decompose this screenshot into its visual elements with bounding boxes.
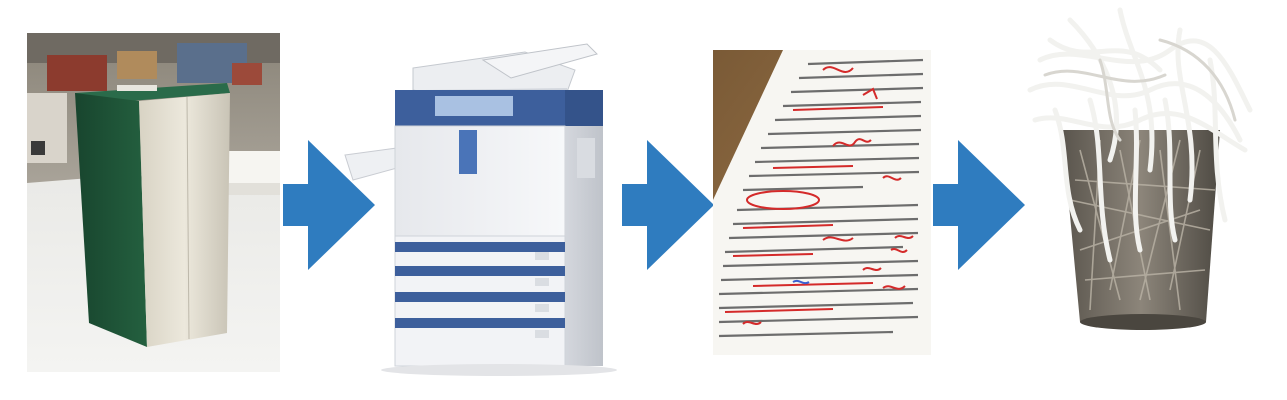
- book-photo: [27, 33, 280, 372]
- right-arrow-icon: [933, 140, 1025, 270]
- right-arrow-icon: [622, 140, 714, 270]
- bound-book-icon: [27, 33, 280, 372]
- right-arrow-icon: [283, 140, 375, 270]
- marked-up-page-photo: [713, 50, 931, 355]
- shredded-paper-bin-icon: [1027, 7, 1253, 330]
- marked-up-page-icon: [713, 50, 931, 355]
- flow-arrow-2: [622, 140, 714, 270]
- shredded-paper-bin-image: [1010, 0, 1260, 340]
- flow-arrow-3: [933, 140, 1025, 270]
- photocopier-image: [335, 30, 625, 380]
- flow-arrow-1: [283, 140, 375, 270]
- photocopier-icon: [344, 43, 617, 376]
